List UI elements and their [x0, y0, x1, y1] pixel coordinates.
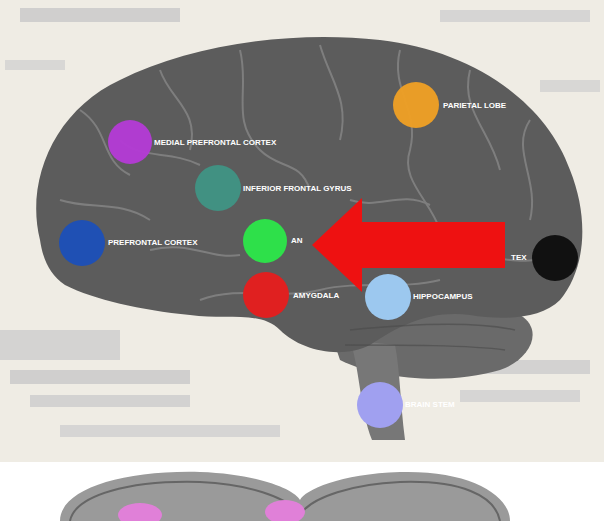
region-label: INFERIOR FRONTAL GYRUS [243, 185, 352, 193]
region-label: AMYGDALA [293, 292, 339, 300]
region-label: PARIETAL LOBE [443, 102, 506, 110]
region-label: BRAIN STEM [405, 401, 455, 409]
region-label: PREFRONTAL CORTEX [108, 239, 197, 247]
region-label: HIPPOCAMPUS [413, 293, 473, 301]
region-label: AN [291, 237, 303, 245]
region-label: TEX [511, 254, 527, 262]
region-label: MEDIAL PREFRONTAL CORTEX [154, 139, 276, 147]
